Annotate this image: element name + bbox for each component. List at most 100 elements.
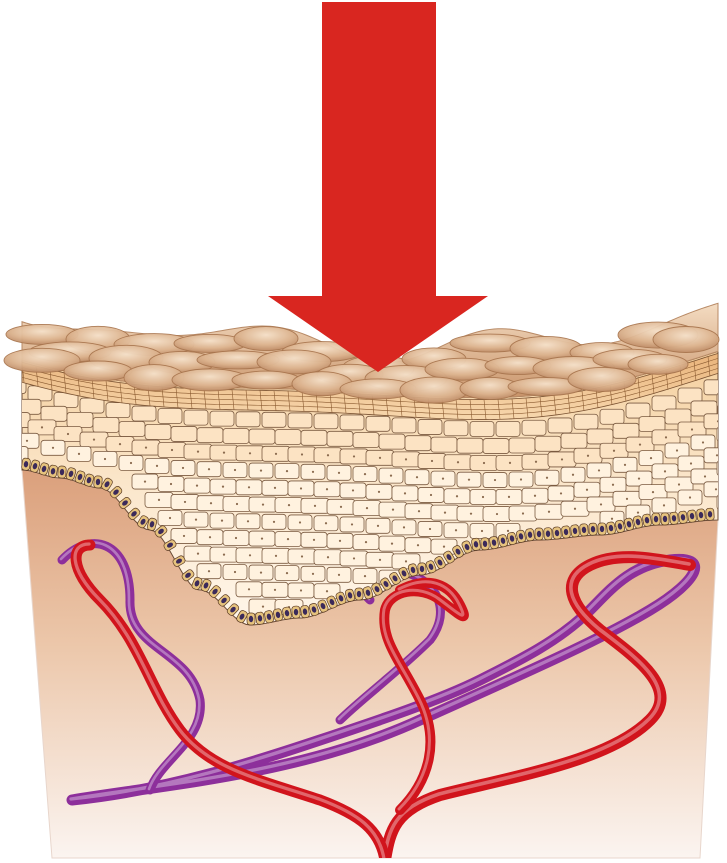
epidermis-cell — [171, 426, 197, 441]
cell-nucleus — [158, 499, 160, 501]
cell-nucleus — [223, 452, 225, 454]
cell-nucleus — [130, 462, 132, 464]
cell-nucleus — [171, 449, 173, 451]
epidermis-cell — [15, 399, 41, 414]
cell-nucleus — [299, 521, 301, 523]
epidermis-cell — [444, 421, 468, 436]
cell-nucleus — [494, 479, 496, 481]
cell-nucleus — [560, 492, 562, 494]
cell-nucleus — [404, 492, 406, 494]
basal-cell — [292, 606, 301, 618]
cell-nucleus — [249, 452, 251, 454]
cell-nucleus — [222, 486, 224, 488]
pressure-arrow — [268, 2, 488, 372]
epidermis-cell — [145, 424, 171, 439]
cell-nucleus — [351, 523, 353, 525]
basal-cell — [687, 510, 696, 523]
cell-nucleus — [483, 462, 485, 464]
cell-nucleus — [104, 458, 106, 460]
cell-nucleus — [325, 522, 327, 524]
basal-cell — [696, 509, 705, 522]
cell-nucleus — [572, 474, 574, 476]
epidermis-cell — [496, 421, 520, 436]
cell-nucleus — [418, 510, 420, 512]
epidermis-cell — [288, 413, 312, 428]
cell-nucleus — [234, 571, 236, 573]
cell-nucleus — [234, 469, 236, 471]
cell-nucleus — [366, 507, 368, 509]
corneum-scale — [628, 354, 688, 374]
cell-nucleus — [338, 472, 340, 474]
cell-nucleus — [249, 554, 251, 556]
epidermis-cell — [574, 414, 598, 429]
cell-nucleus — [338, 574, 340, 576]
epidermis-cell — [704, 414, 727, 429]
cell-nucleus — [403, 526, 405, 528]
basal-cell — [678, 511, 687, 524]
basal-cell — [652, 513, 661, 525]
cell-nucleus — [274, 589, 276, 591]
epidermis-cell — [314, 414, 338, 429]
cell-nucleus — [509, 462, 511, 464]
basal-cell — [355, 588, 363, 600]
cell-nucleus — [197, 451, 199, 453]
cell-nucleus — [197, 553, 199, 555]
basal-cell — [535, 528, 543, 540]
epidermis-cell — [2, 413, 30, 428]
basal-cell — [489, 536, 499, 549]
cell-nucleus — [260, 571, 262, 573]
cell-nucleus — [379, 457, 381, 459]
cell-nucleus — [598, 469, 600, 471]
cell-nucleus — [392, 509, 394, 511]
basal-cell — [661, 513, 669, 525]
cell-nucleus — [364, 473, 366, 475]
epidermis-cell — [340, 415, 364, 430]
epidermis-cell — [392, 418, 416, 433]
epidermis-cell — [405, 436, 431, 451]
epidermis-cell — [379, 434, 405, 449]
cell-nucleus — [417, 544, 419, 546]
epidermis-cell — [106, 403, 130, 418]
epidermis-cell — [522, 420, 546, 435]
cell-nucleus — [261, 537, 263, 539]
cell-nucleus — [260, 469, 262, 471]
basal-cell — [471, 538, 481, 551]
cell-nucleus — [235, 537, 237, 539]
corneum-scale — [232, 371, 300, 389]
cell-nucleus — [468, 479, 470, 481]
cell-nucleus — [273, 521, 275, 523]
basal-cell — [706, 508, 715, 520]
epidermis-cell — [275, 430, 301, 445]
basal-cell — [21, 458, 30, 471]
cell-nucleus — [208, 468, 210, 470]
cell-nucleus — [587, 455, 589, 457]
cell-nucleus — [574, 508, 576, 510]
cell-nucleus — [184, 501, 186, 503]
basal-cell — [570, 524, 579, 537]
epidermis-cell — [535, 436, 561, 451]
cell-nucleus — [508, 496, 510, 498]
cell-nucleus — [183, 535, 185, 537]
cell-nucleus — [600, 503, 602, 505]
cell-nucleus — [690, 462, 692, 464]
cell-nucleus — [624, 464, 626, 466]
cell-nucleus — [262, 605, 264, 607]
cell-nucleus — [702, 441, 704, 443]
cell-nucleus — [639, 443, 641, 445]
epidermis-cell — [197, 428, 223, 443]
corneum-scale — [64, 361, 132, 381]
cell-nucleus — [182, 467, 184, 469]
basal-cell — [552, 527, 561, 540]
cell-nucleus — [236, 503, 238, 505]
cell-nucleus — [613, 450, 615, 452]
cell-nucleus — [391, 543, 393, 545]
cell-nucleus — [314, 505, 316, 507]
cell-nucleus — [312, 471, 314, 473]
cell-nucleus — [170, 483, 172, 485]
basal-cell — [589, 523, 598, 535]
epidermis-cell — [548, 418, 572, 433]
cell-nucleus — [288, 504, 290, 506]
epidermis-cell — [236, 412, 260, 427]
cell-nucleus — [377, 525, 379, 527]
